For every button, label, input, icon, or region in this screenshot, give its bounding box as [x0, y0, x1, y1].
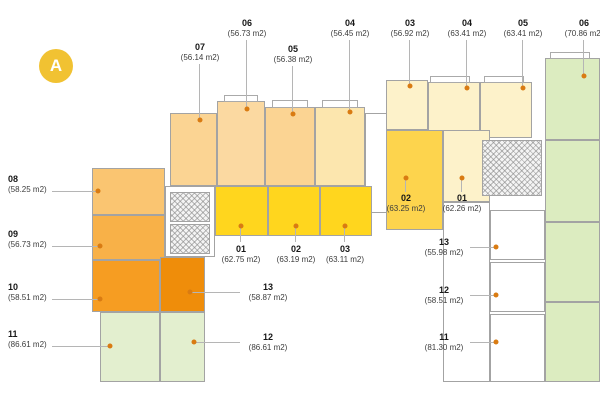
leader-line [295, 228, 296, 242]
leader-line [196, 342, 240, 343]
unit-block-13-right[interactable] [490, 210, 545, 260]
unit-label: 02(63.25 m2) [386, 193, 426, 213]
unit-block-03-right[interactable] [386, 80, 428, 130]
balcony [550, 52, 590, 59]
unit-label: 08(58.25 m2) [8, 174, 47, 194]
unit-pin-icon[interactable] [97, 296, 103, 302]
unit-block-01[interactable] [215, 186, 268, 236]
unit-label: 06(70.86 m2) [564, 18, 600, 38]
unit-pin-icon[interactable] [493, 244, 499, 250]
unit-pin-icon[interactable] [459, 175, 465, 181]
leader-line [409, 40, 410, 84]
unit-pin-icon[interactable] [293, 223, 299, 229]
unit-pin-icon[interactable] [95, 188, 101, 194]
unit-block-06-top[interactable] [217, 101, 265, 186]
leader-line [52, 246, 98, 247]
unit-block-11-right[interactable] [490, 314, 545, 382]
unit-pin-icon[interactable] [197, 117, 203, 123]
unit-label: 05(63.41 m2) [503, 18, 543, 38]
balcony [430, 76, 470, 83]
unit-pin-icon[interactable] [187, 289, 193, 295]
leader-line [52, 299, 98, 300]
unit-block-06-right[interactable] [545, 58, 600, 140]
unit-label: 10(58.51 m2) [8, 282, 47, 302]
unit-block-03[interactable] [320, 186, 372, 236]
elevator-core-icon [170, 192, 210, 222]
unit-block-04-top[interactable] [315, 107, 365, 186]
leader-line [344, 228, 345, 242]
unit-label: 02(63.19 m2) [276, 244, 316, 264]
balcony [272, 100, 308, 108]
leader-line [466, 40, 467, 86]
unit-label: 13(58.87 m2) [248, 282, 288, 302]
section-badge[interactable]: A [39, 49, 73, 83]
unit-block-08[interactable] [92, 168, 165, 215]
leader-line [199, 64, 200, 118]
unit-block-07[interactable] [170, 113, 217, 186]
leader-line [405, 180, 406, 192]
unit-block-09[interactable] [92, 215, 165, 260]
leader-line [470, 295, 494, 296]
unit-label: 01(62.26 m2) [442, 193, 482, 213]
unit-pin-icon[interactable] [403, 175, 409, 181]
unit-label: 12(58.51 m2) [424, 285, 464, 305]
unit-label: 01(62.75 m2) [221, 244, 261, 264]
unit-pin-icon[interactable] [407, 83, 413, 89]
unit-pin-icon[interactable] [342, 223, 348, 229]
leader-line [52, 191, 96, 192]
leader-line [192, 292, 240, 293]
unit-pin-icon[interactable] [244, 106, 250, 112]
unit-block-05-top[interactable] [265, 107, 315, 186]
leader-line [246, 40, 247, 108]
unit-block-green-mid[interactable] [545, 140, 600, 222]
unit-block-13-left[interactable] [160, 257, 205, 312]
unit-pin-icon[interactable] [290, 111, 296, 117]
balcony [224, 95, 258, 102]
unit-label: 11(81.30 m2) [424, 332, 464, 352]
unit-label: 03(56.92 m2) [390, 18, 430, 38]
unit-pin-icon[interactable] [107, 343, 113, 349]
unit-label: 04(63.41 m2) [447, 18, 487, 38]
elevator-core-icon [170, 224, 210, 254]
unit-pin-icon[interactable] [493, 339, 499, 345]
unit-block-green-lower[interactable] [545, 222, 600, 302]
unit-label: 04(56.45 m2) [330, 18, 370, 38]
unit-pin-icon[interactable] [347, 109, 353, 115]
unit-pin-icon[interactable] [97, 243, 103, 249]
unit-pin-icon[interactable] [191, 339, 197, 345]
unit-pin-icon[interactable] [464, 85, 470, 91]
unit-pin-icon[interactable] [238, 223, 244, 229]
unit-label: 11(86.61 m2) [8, 329, 47, 349]
balcony [484, 76, 524, 83]
unit-label: 12(86.61 m2) [248, 332, 288, 352]
leader-line [349, 40, 350, 110]
balcony [322, 100, 358, 108]
unit-block-02[interactable] [268, 186, 320, 236]
unit-block-05-right[interactable] [480, 82, 532, 138]
unit-label: 09(56.73 m2) [8, 229, 47, 249]
unit-label: 05(56.38 m2) [273, 44, 313, 64]
leader-line [240, 228, 241, 242]
corridor-right [443, 202, 490, 382]
leader-line [470, 342, 494, 343]
unit-block-12-left[interactable] [160, 312, 205, 382]
unit-label: 13(55.98 m2) [424, 237, 464, 257]
unit-pin-icon[interactable] [493, 292, 499, 298]
unit-block-02-right[interactable] [386, 130, 443, 230]
unit-pin-icon[interactable] [520, 85, 526, 91]
leader-line [461, 180, 462, 192]
unit-block-12-right[interactable] [490, 262, 545, 312]
leader-line [583, 40, 584, 74]
leader-line [292, 66, 293, 112]
leader-line [470, 247, 494, 248]
unit-label: 03(63.11 m2) [325, 244, 365, 264]
unit-block-green-bottom[interactable] [545, 302, 600, 382]
leader-line [52, 346, 108, 347]
unit-label: 06(56.73 m2) [227, 18, 267, 38]
unit-block-10[interactable] [92, 260, 160, 312]
leader-line [522, 40, 523, 86]
unit-pin-icon[interactable] [581, 73, 587, 79]
unit-label: 07(56.14 m2) [180, 42, 220, 62]
elevator-core-icon [482, 140, 542, 196]
